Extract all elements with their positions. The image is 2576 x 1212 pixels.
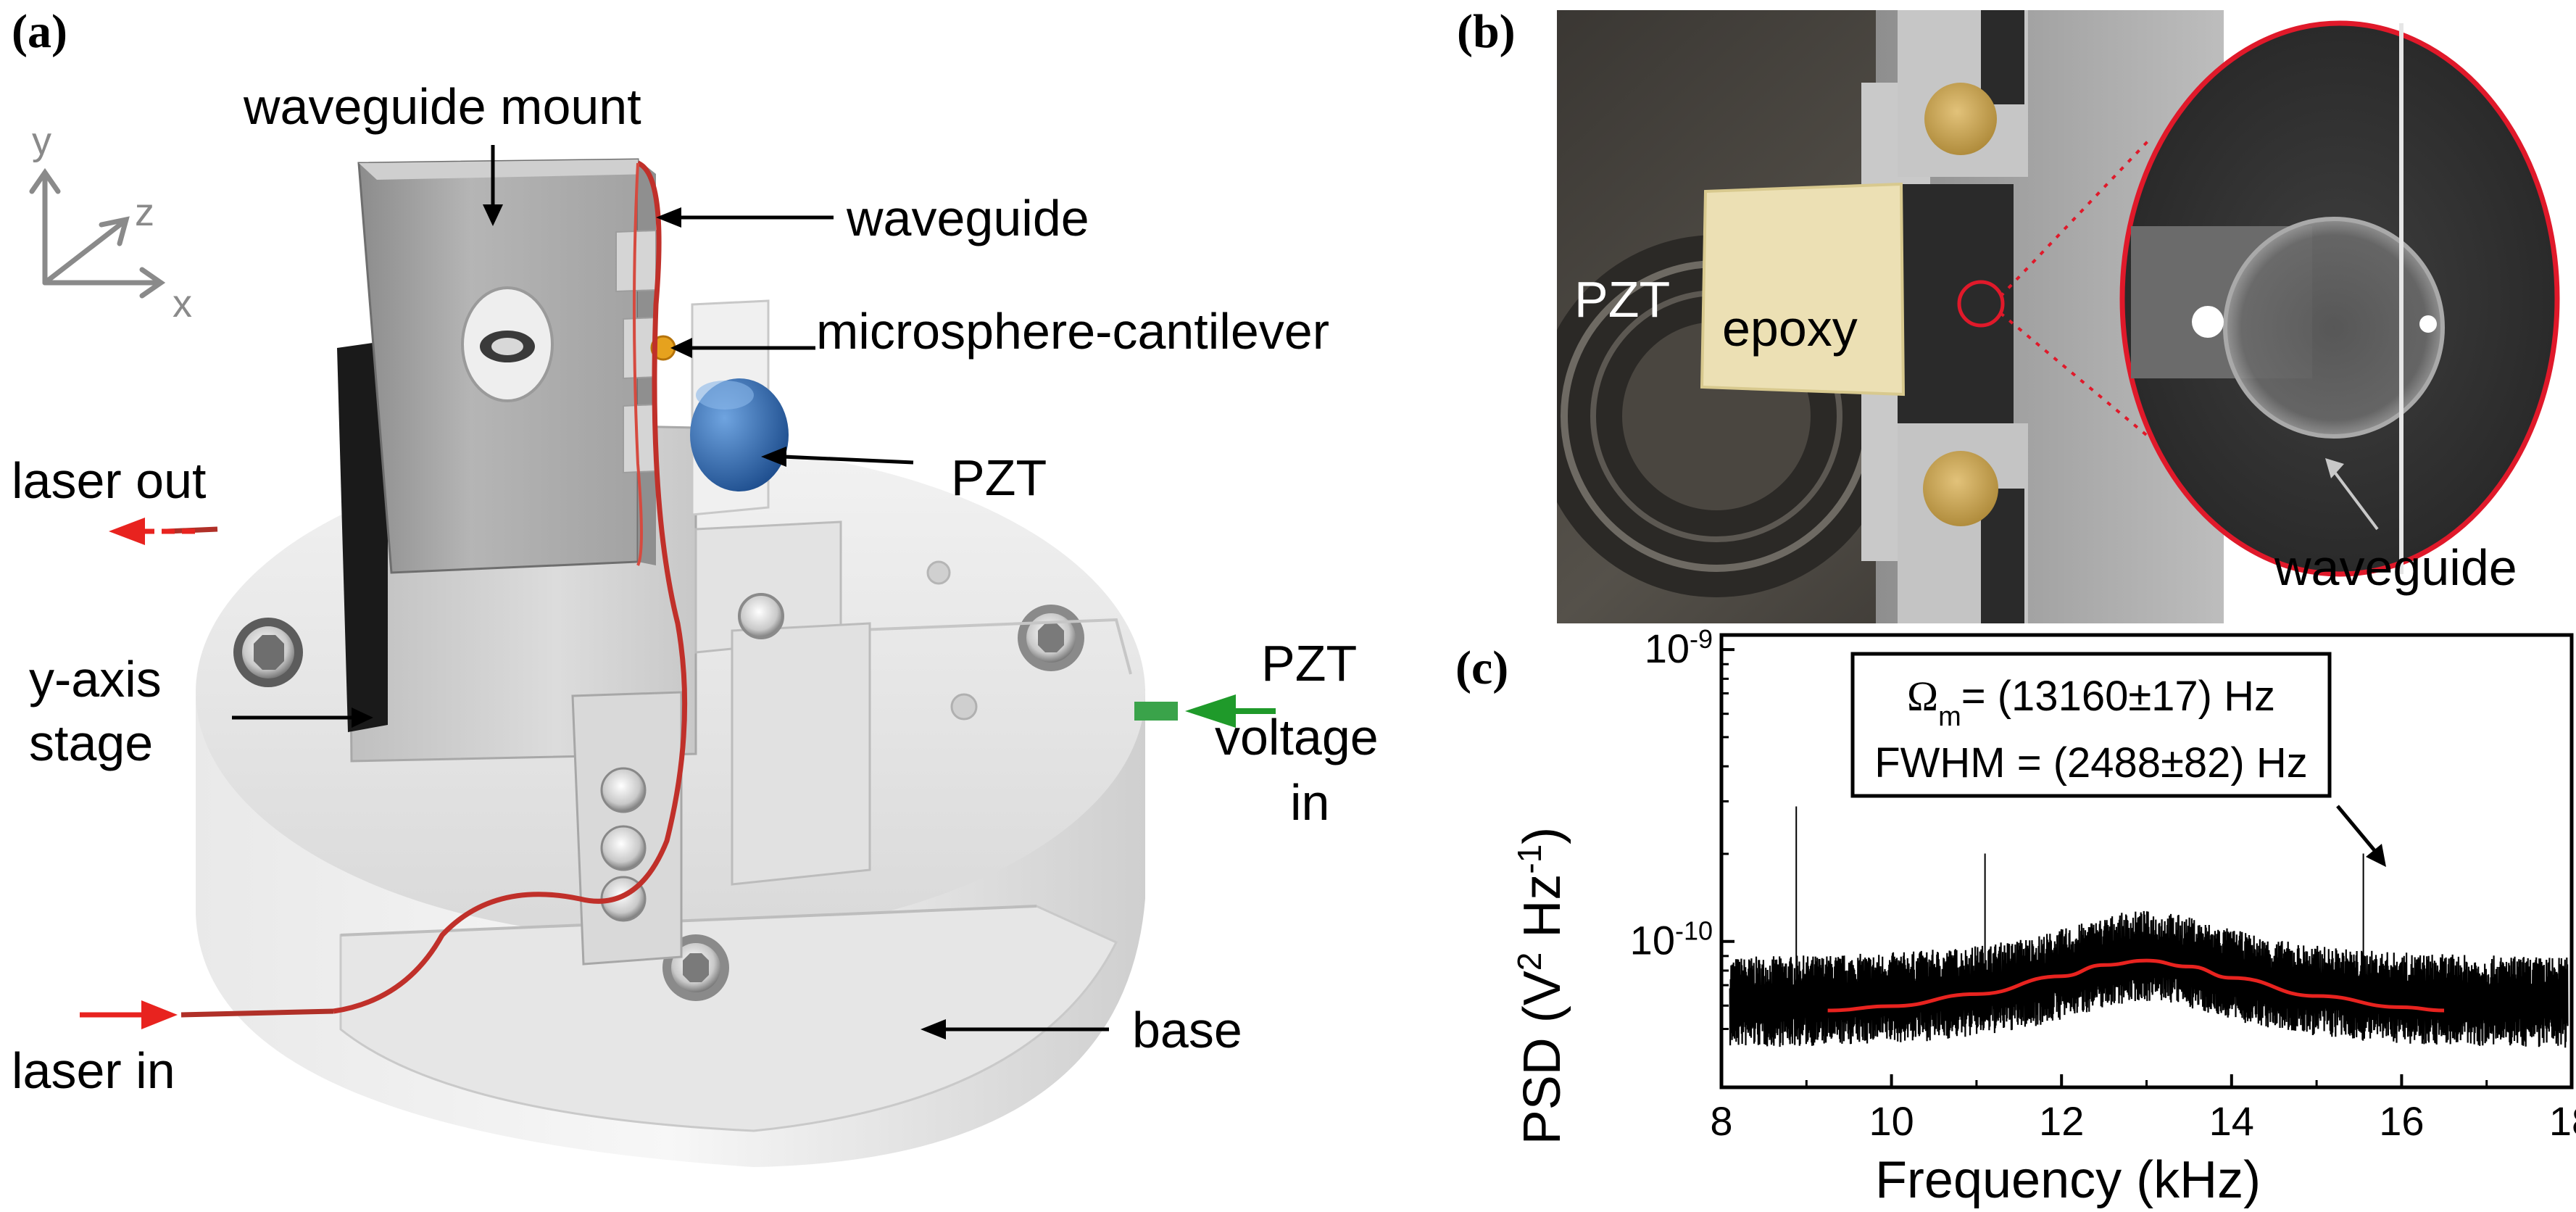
label-y-axis-stage-line2: stage [29, 715, 154, 771]
waveguide-pointer-arrow [2325, 458, 2379, 531]
screw-icon [738, 593, 784, 639]
lorentzian-fit-line [1827, 958, 2445, 1013]
label-waveguide: waveguide [847, 190, 1089, 246]
label-y-axis: y [32, 120, 51, 163]
spur-lines [1795, 806, 2364, 1006]
y-axis-label: PSD (V2 Hz-1) [1511, 827, 1571, 1145]
x-axis-label: Frequency (kHz) [1875, 1151, 2261, 1209]
label-waveguide-mount: waveguide mount [244, 78, 641, 135]
label-photo-pzt: PZT [1574, 271, 1671, 328]
x-tick-label: 10 [1869, 1098, 1914, 1144]
x-tick-label: 12 [2039, 1098, 2084, 1144]
microsphere-circle [1957, 280, 2005, 328]
screw-icon [233, 618, 303, 687]
label-base: base [1132, 1002, 1242, 1058]
voltage-in-arrow [1185, 694, 1276, 728]
screw-icon [1018, 605, 1084, 671]
coordinate-axes-icon [29, 167, 166, 299]
x-ticks: 8 10 12 14 16 18 [1710, 1074, 2576, 1144]
x-tick-label: 18 [2549, 1098, 2576, 1144]
label-pzt-voltage-line2: voltage [1215, 709, 1379, 765]
bead-top [1924, 83, 1997, 155]
label-microsphere-cantilever: microsphere-cantilever [816, 303, 1330, 360]
label-pzt-voltage-line3: in [1290, 774, 1330, 831]
label-y-axis-stage-line1: y-axis [29, 651, 162, 707]
bead-bottom [1923, 451, 1998, 526]
label-x-axis: x [173, 282, 192, 325]
annotation-arrow [2336, 805, 2386, 867]
annotation-omega: Ωm= (13160±17) Hz [1907, 673, 2275, 732]
microsphere-inset [2109, 9, 2570, 589]
x-tick-label: 16 [2379, 1098, 2424, 1144]
psd-chart: 8 10 12 14 16 18 10-9 10-10 Frequency (kHz) PS… [1511, 624, 2576, 1209]
laser-in-arrow [80, 1000, 178, 1029]
annotation-arrows [232, 145, 1109, 1039]
panel-b-label: (b) [1457, 5, 1516, 58]
fiber-optic-cable [333, 160, 688, 1014]
base-front-block [339, 905, 1118, 1132]
label-photo-waveguide: waveguide [2274, 539, 2517, 596]
y-ticks: 10-9 10-10 [1630, 624, 1734, 1030]
noise-trace [1729, 910, 2569, 1048]
panel-a-label: (a) [12, 5, 67, 58]
y-tick-label: 10-10 [1630, 916, 1713, 963]
apparatus-render [29, 145, 1276, 1167]
y-tick-label: 10-9 [1645, 624, 1713, 672]
label-z-axis: z [135, 191, 154, 234]
annotation-fwhm: FWHM = (2488±82) Hz [1874, 739, 2307, 786]
annotation-box [1850, 652, 2332, 798]
microscope-photo [1557, 10, 2224, 623]
panel-c-label: (c) [1455, 642, 1509, 694]
label-pzt-voltage-line1: PZT [1261, 635, 1358, 692]
x-tick-label: 14 [2209, 1098, 2254, 1144]
label-pzt: PZT [951, 449, 1047, 506]
laser-out-arrow [109, 518, 196, 545]
label-laser-in: laser in [12, 1042, 175, 1099]
noise-trace-line [1729, 910, 2569, 1048]
label-laser-out: laser out [12, 452, 207, 509]
x-tick-label: 8 [1710, 1098, 1732, 1144]
epoxy-block [1700, 182, 1906, 397]
label-photo-epoxy: epoxy [1722, 300, 1858, 357]
